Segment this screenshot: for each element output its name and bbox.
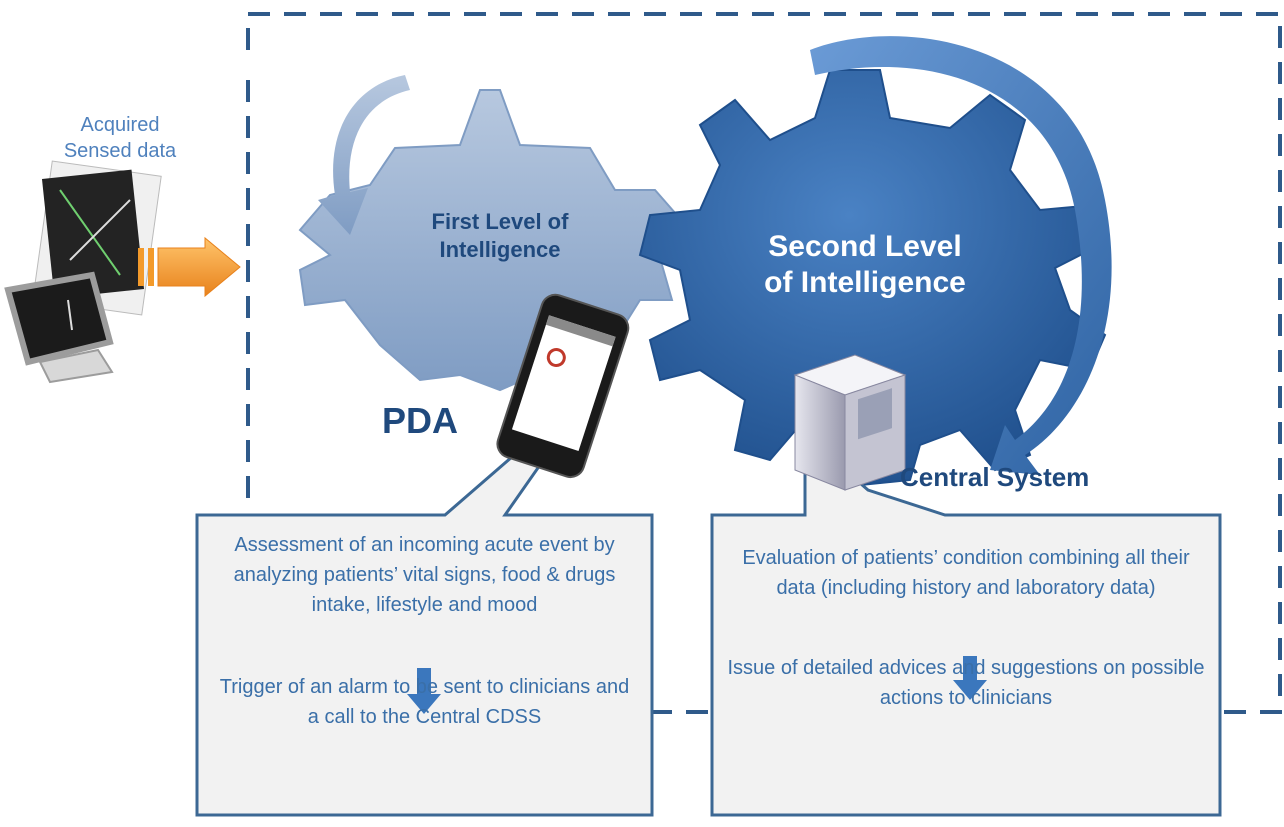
pda-label: PDA xyxy=(382,400,459,441)
first-level-label: First Level of Intelligence xyxy=(380,208,620,264)
orange-arrow-icon xyxy=(138,236,241,298)
pda-trigger-text: Trigger of an alarm to be sent to clinic… xyxy=(219,676,630,728)
sensor-garment-icon xyxy=(32,160,162,316)
down-arrow-icon xyxy=(407,668,441,714)
second-level-line-2: of Intelligence xyxy=(764,266,966,299)
second-level-line-1: Second Level xyxy=(768,230,962,263)
second-level-gear xyxy=(638,69,1107,487)
central-issue-text: Issue of detailed advices and suggestion… xyxy=(727,657,1205,709)
second-level-label: Second Level of Intelligence xyxy=(715,229,1015,301)
pda-phone-icon xyxy=(496,293,630,479)
central-system-label: Central System xyxy=(900,462,1090,492)
pda-box-text: Assessment of an incoming acute event by… xyxy=(212,530,637,732)
central-evaluation-text: Evaluation of patients’ condition combin… xyxy=(742,547,1190,599)
acquired-line-1: Acquired xyxy=(80,114,160,136)
acquired-sensed-data-label: Acquired Sensed data xyxy=(40,112,200,164)
pda-assessment-text: Assessment of an incoming acute event by… xyxy=(233,534,616,616)
down-arrow-icon xyxy=(953,656,987,700)
monitor-icon xyxy=(4,271,114,384)
dashed-boundary xyxy=(246,12,1282,714)
central-callout-box xyxy=(710,458,1222,817)
first-level-line-2: Intelligence xyxy=(439,237,561,262)
first-level-line-1: First Level of xyxy=(431,209,569,234)
acquired-line-2: Sensed data xyxy=(63,140,177,162)
pda-callout-box xyxy=(195,448,654,817)
server-tower-icon xyxy=(793,354,907,491)
central-box-text: Evaluation of patients’ condition combin… xyxy=(722,543,1210,713)
curved-arrow-icon xyxy=(318,75,410,235)
